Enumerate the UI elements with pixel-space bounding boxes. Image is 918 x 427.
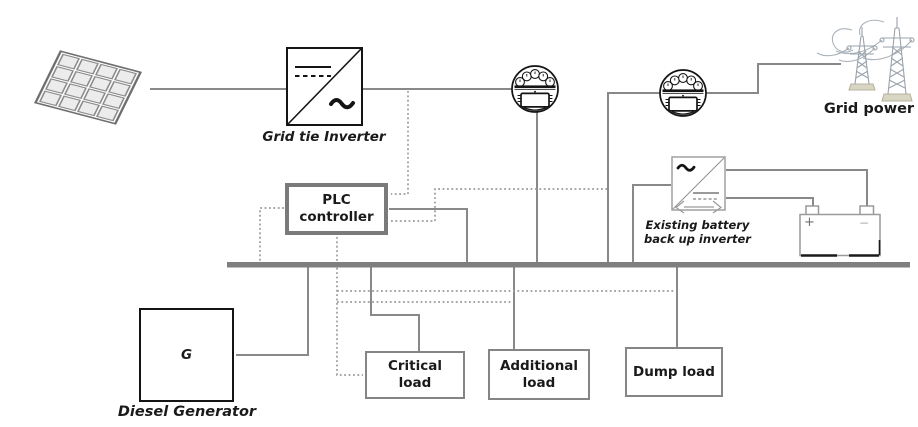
additional-load-label-line2: load [522, 374, 556, 391]
solar-panel-icon [33, 50, 142, 125]
ac-wave-icon [329, 98, 355, 110]
wire-bus-to-critical-load [370, 266, 420, 351]
battery-positive-sign: + [804, 215, 815, 230]
battery-icon [799, 205, 881, 257]
energy-meter-icon [511, 65, 559, 113]
wire-backup-inverter-to-battery-neg [726, 169, 868, 207]
wire-bus-to-meter2 [607, 92, 661, 265]
ac-wave-icon [676, 163, 696, 172]
ac-bus-bar [227, 262, 910, 268]
plc-controller-box: PLC controller [285, 183, 388, 235]
dump-load-label: Dump load [633, 363, 715, 380]
plc-label-line1: PLC [322, 192, 351, 208]
energy-meter-icon [659, 69, 707, 117]
wire-backup-inverter-to-battery-pos [726, 197, 814, 207]
diesel-generator-label: Diesel Generator [117, 404, 257, 420]
control-wire-plc-to-bus [259, 207, 284, 261]
bidirectional-inverter-icon [671, 156, 726, 214]
additional-load-box: Additional load [488, 349, 590, 400]
dump-load-box: Dump load [625, 347, 723, 397]
backup-inverter-label: Existing battery back up inverter [640, 218, 755, 246]
plc-label-line2: controller [299, 209, 374, 225]
dc-lines-icon [295, 66, 331, 77]
transmission-towers-icon [816, 17, 915, 102]
critical-load-label-line1: Critical [387, 358, 442, 374]
control-wire-plc-to-grid-feeder [391, 188, 607, 222]
backup-inverter-label-line2: back up inverter [644, 231, 751, 246]
additional-load-label-line1: Additional [499, 357, 579, 374]
battery-negative-sign: − [859, 216, 870, 230]
wire-meter2-to-grid [705, 63, 841, 94]
critical-load-box: Critical load [365, 351, 465, 399]
grid-power-label: Grid power [823, 101, 915, 117]
backup-inverter-label-line1: Existing battery [645, 218, 750, 232]
generator-letter: G [180, 346, 193, 363]
bidirectional-arrow-icon [674, 200, 723, 214]
control-wire-inverter-output-to-plc [391, 91, 409, 195]
wire-backup-inverter-to-bus [632, 184, 671, 265]
dc-ac-inverter-icon [286, 47, 363, 126]
grid-tie-inverter-label: Grid tie Inverter [262, 129, 386, 145]
control-wire-plc-to-critical-load [336, 237, 363, 376]
critical-load-label-line2: load [398, 375, 432, 391]
wire-plc-to-bus [389, 208, 468, 265]
diesel-generator-box: G [139, 308, 234, 402]
wire-diesel-to-bus [236, 266, 309, 356]
dc-lines-icon [693, 192, 719, 200]
